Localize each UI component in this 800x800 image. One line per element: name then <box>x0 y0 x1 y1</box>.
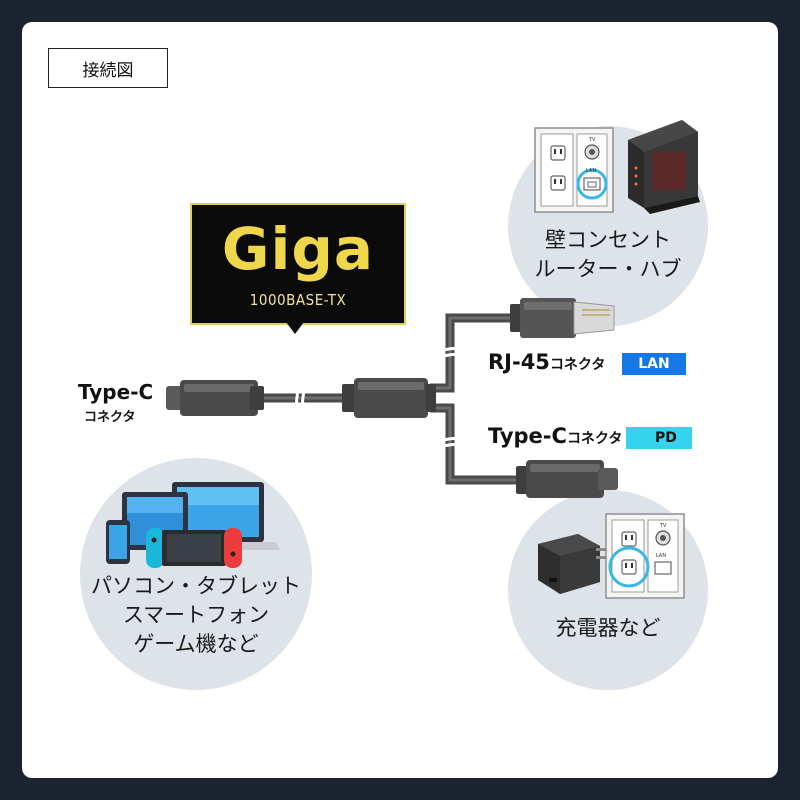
rj45-label-row: RJ-45 コネクタ <box>488 350 605 378</box>
router-icon <box>628 120 700 214</box>
wall-router-line-2: ルーター・ハブ <box>534 257 682 281</box>
typec-plug-right <box>516 460 618 498</box>
tv-port-label-bottom: TV <box>659 523 667 529</box>
cable-break-marks <box>294 346 459 448</box>
wall-router-line-1: 壁コンセント <box>545 228 671 252</box>
tv-port-label: TV <box>588 137 596 143</box>
wall-outlet-plate-bottom <box>605 513 685 599</box>
typec-right-connector-label: コネクタ <box>566 431 623 447</box>
typec-right-label: Type-C <box>488 424 567 448</box>
charger-icon <box>538 534 606 594</box>
giga-pointer <box>286 322 304 334</box>
typec-right-label-row: Type-C コネクタ <box>488 424 622 452</box>
pd-badge-text: PD <box>655 430 677 446</box>
giga-word: Giga <box>221 215 375 283</box>
wall-outlet-plate-top <box>534 127 614 213</box>
typec-left-connector-label: コネクタ <box>84 410 136 425</box>
typec-left-label: Type-C <box>78 380 154 404</box>
splitter-body <box>342 378 436 418</box>
charger-caption: 充電器など <box>508 614 708 643</box>
typec-plug-left <box>166 380 264 416</box>
game-console-icon <box>146 528 242 568</box>
devices-caption: パソコン・タブレット スマートフォン ゲーム機など <box>80 572 312 659</box>
lan-badge: LAN <box>622 353 686 375</box>
wall-router-caption: 壁コンセント ルーター・ハブ <box>508 226 708 284</box>
devices-line-3: ゲーム機など <box>133 632 259 656</box>
lan-port-label: LAN <box>586 168 596 174</box>
giga-subtitle: 1000BASE-TX <box>249 291 347 309</box>
power-outlet-highlight <box>608 546 650 588</box>
rj45-connector-label: コネクタ <box>549 357 606 373</box>
lan-port-label-bottom: LAN <box>656 553 666 559</box>
lan-port-highlight <box>576 168 608 200</box>
devices-line-1: パソコン・タブレット <box>91 574 301 598</box>
rj45-label: RJ-45 <box>488 350 550 374</box>
smartphone-icon <box>106 520 130 564</box>
devices-line-2: スマートフォン <box>122 603 270 627</box>
pd-badge: PD <box>626 427 692 449</box>
giga-box: Giga 1000BASE-TX <box>190 203 406 325</box>
rj45-plug <box>510 298 615 338</box>
charger-line-1: 充電器など <box>555 616 661 640</box>
title-box: 接続図 <box>48 48 168 88</box>
